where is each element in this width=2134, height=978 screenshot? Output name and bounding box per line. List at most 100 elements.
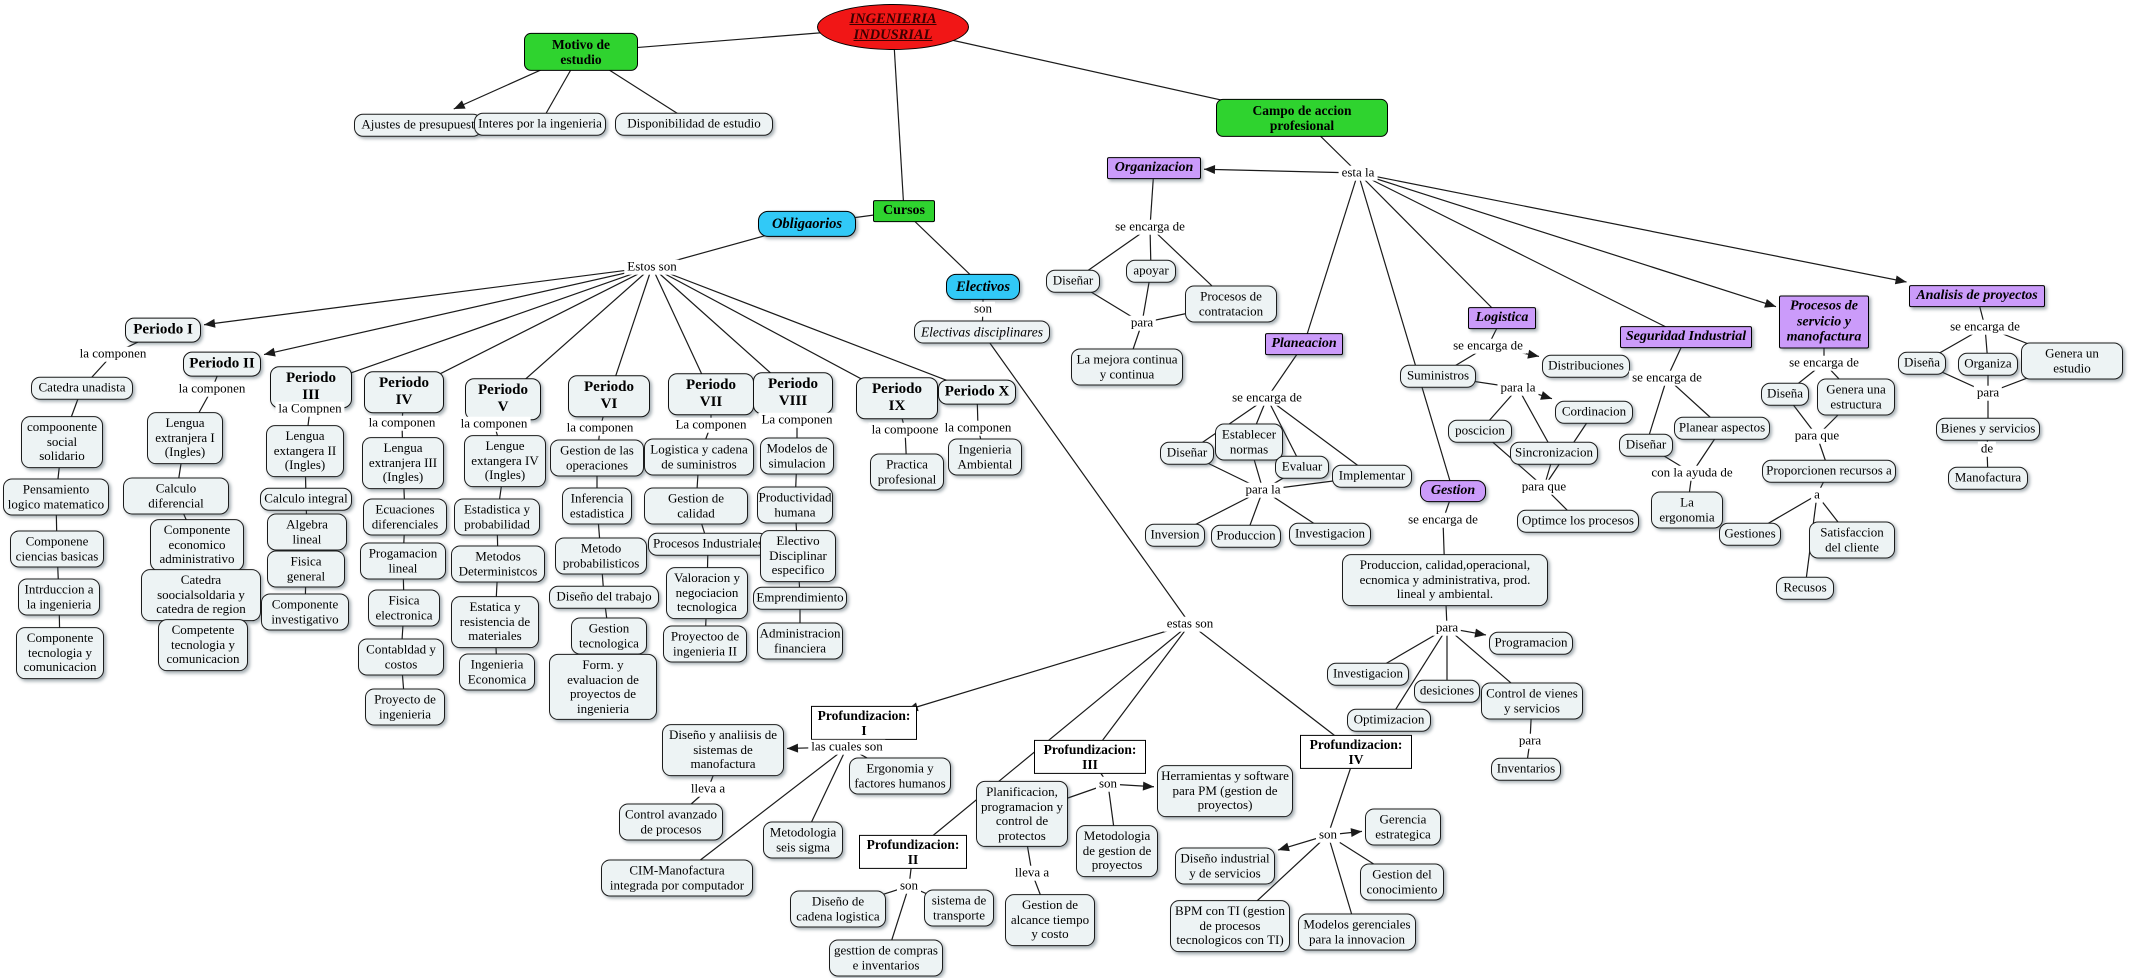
concept-node-log_optimce[interactable]: Optimce los procesos	[1517, 509, 1639, 533]
concept-node-plan_investigacion[interactable]: Investigacion	[1289, 522, 1371, 546]
concept-node-pr2_gesttion[interactable]: gesttion de compras e inventarios	[829, 939, 943, 977]
concept-node-periodo9[interactable]: Periodo IX	[856, 377, 938, 419]
concept-node-log_poscicion[interactable]: poscicion	[1448, 419, 1512, 443]
concept-node-psm_proporcionen[interactable]: Proporcionen recursos a	[1762, 459, 1896, 483]
concept-node-gestion[interactable]: Gestion	[1420, 480, 1486, 502]
concept-node-p4f[interactable]: Proyecto de ingenieria	[365, 688, 445, 726]
concept-node-psm_recusos[interactable]: Recusos	[1776, 576, 1834, 600]
concept-node-interes[interactable]: Interes por la ingenieria	[474, 112, 606, 136]
concept-node-periodo7[interactable]: Periodo VII	[668, 373, 754, 415]
concept-node-pr4_modelos[interactable]: Modelos gerenciales para la innovacion	[1298, 913, 1416, 951]
concept-node-p6a[interactable]: Gestion de las operaciones	[550, 439, 644, 477]
concept-node-root[interactable]: INGENIERIA INDUSRIAL	[817, 4, 969, 50]
concept-node-electivos[interactable]: Electivos	[946, 273, 1020, 301]
concept-node-p2b[interactable]: Calculo diferencial	[123, 477, 229, 515]
concept-node-seg_ergonomia[interactable]: La ergonomia	[1651, 491, 1723, 529]
concept-node-an_bienes[interactable]: Bienes y servicios	[1936, 417, 2040, 441]
concept-node-p8b[interactable]: Productividad humana	[757, 486, 833, 524]
concept-node-periodo2[interactable]: Periodo II	[183, 351, 261, 377]
concept-node-obligaorios[interactable]: Obligaorios	[758, 210, 856, 238]
concept-node-p2c[interactable]: Componente economico administrativo	[150, 519, 244, 571]
concept-node-pr1_control[interactable]: Control avanzado de procesos	[619, 803, 723, 841]
concept-node-p10a[interactable]: Ingenieria Ambiental	[948, 438, 1022, 476]
concept-node-p6d[interactable]: Diseño del trabajo	[549, 585, 659, 609]
concept-node-p1c[interactable]: Pensamiento logico matematico	[3, 478, 109, 516]
concept-node-p8e[interactable]: Administracion financiera	[757, 622, 843, 660]
concept-node-org_procesos[interactable]: Procesos de contratacion	[1185, 285, 1277, 323]
concept-node-plan_disenar[interactable]: Diseñar	[1160, 441, 1214, 465]
concept-node-p5a[interactable]: Lengue extangera IV (Ingles)	[464, 435, 546, 487]
concept-node-prof1[interactable]: Profundizacion: I	[811, 705, 917, 741]
concept-node-p5c[interactable]: Metodos Deterministcos	[451, 545, 545, 583]
concept-node-p5b[interactable]: Estadistica y probabilidad	[454, 498, 540, 536]
concept-node-periodo6[interactable]: Periodo VI	[568, 375, 650, 417]
concept-node-motivo[interactable]: Motivo de estudio	[524, 32, 638, 72]
concept-node-pr2_diseno[interactable]: Diseño de cadena logistica	[790, 890, 886, 928]
concept-node-plan_implementar[interactable]: Implementar	[1332, 464, 1412, 488]
concept-node-ges_investigacion[interactable]: Investigacion	[1327, 662, 1409, 686]
concept-node-seguridad[interactable]: Seguridad Industrial	[1620, 326, 1752, 348]
concept-node-p9a[interactable]: Practica profesional	[870, 453, 944, 491]
concept-node-p3d[interactable]: Fisica general	[267, 550, 345, 588]
concept-node-periodo1[interactable]: Periodo I	[125, 317, 201, 343]
concept-node-p1d[interactable]: Componene ciencias basicas	[10, 530, 104, 568]
concept-node-p5e[interactable]: Ingenieria Economica	[459, 653, 535, 691]
concept-node-p2e[interactable]: Competente tecnologia y comunicacion	[158, 619, 248, 671]
concept-node-ges_produccion[interactable]: Produccion, calidad,operacional, ecnomic…	[1342, 554, 1548, 606]
concept-node-pr3_planificacion[interactable]: Planificacion, programacion y control de…	[976, 780, 1068, 848]
concept-node-plan_establecer[interactable]: Establecer normas	[1215, 423, 1283, 461]
concept-node-p4c[interactable]: Progamacion lineal	[360, 542, 446, 580]
concept-node-prof3[interactable]: Profundizacion: III	[1034, 739, 1146, 775]
concept-node-p1a[interactable]: Catedra unadista	[31, 376, 133, 400]
concept-node-p1b[interactable]: compoonente social solidario	[21, 416, 103, 468]
concept-node-ges_desiciones[interactable]: desiciones	[1414, 679, 1480, 703]
concept-node-pr2_sistema[interactable]: sistema de transporte	[924, 889, 994, 927]
concept-node-organizacion[interactable]: Organizacion	[1107, 157, 1201, 179]
concept-node-ges_optimizacion[interactable]: Optimizacion	[1347, 708, 1431, 732]
concept-node-log_distribuciones[interactable]: Distribuciones	[1542, 354, 1630, 378]
concept-node-cursos[interactable]: Cursos	[873, 200, 935, 222]
concept-node-disponibilidad[interactable]: Disponibilidad de estudio	[615, 112, 773, 136]
concept-node-log_sincronizacion[interactable]: Sincronizacion	[1510, 441, 1598, 465]
concept-node-plan_evaluar[interactable]: Evaluar	[1275, 455, 1329, 479]
concept-node-periodo4[interactable]: Periodo IV	[364, 371, 444, 413]
concept-node-pr1_diseno[interactable]: Diseño y analiisis de sistemas de manofa…	[662, 724, 784, 776]
concept-node-p4d[interactable]: Fisica electronica	[368, 589, 440, 627]
concept-node-p3e[interactable]: Componente investigativo	[261, 593, 349, 631]
concept-node-ges_programacion[interactable]: Programacion	[1489, 631, 1573, 655]
concept-node-p3b[interactable]: Calculo integral	[260, 487, 352, 511]
concept-node-p5d[interactable]: Estatica y resistencia de materiales	[451, 596, 539, 648]
concept-node-pr1_metodologia[interactable]: Metodologia seis sigma	[763, 821, 843, 859]
concept-node-pr4_gerencia[interactable]: Gerencia estrategica	[1365, 808, 1441, 846]
concept-node-planeacion[interactable]: Planeacion	[1265, 333, 1343, 355]
concept-node-an_manofactura[interactable]: Manofactura	[1948, 466, 2028, 490]
concept-node-periodo8[interactable]: Periodo VIII	[753, 372, 833, 414]
concept-node-org_apoyar[interactable]: apoyar	[1126, 259, 1176, 283]
concept-node-prof2[interactable]: Profundizacion: II	[859, 834, 967, 870]
concept-node-psm_disena[interactable]: Diseña	[1761, 382, 1809, 406]
concept-node-p1f[interactable]: Componente tecnologia y comunicacion	[16, 627, 104, 679]
concept-node-p8d[interactable]: Emprendimiento	[753, 586, 847, 610]
concept-node-p4b[interactable]: Ecuaciones diferenciales	[363, 498, 447, 536]
concept-node-ajustes[interactable]: Ajustes de presupuest	[354, 113, 482, 137]
concept-node-pr4_bpm[interactable]: BPM con TI (gestion de procesos tecnolog…	[1170, 900, 1290, 952]
concept-node-ges_control[interactable]: Control de vienes y servicios	[1481, 682, 1583, 720]
concept-node-pr3_herramientas[interactable]: Herramientas y software para PM (gestion…	[1157, 765, 1293, 817]
concept-node-prof4[interactable]: Profundizacion: IV	[1300, 734, 1412, 770]
concept-node-an_organiza[interactable]: Organiza	[1958, 352, 2018, 376]
concept-node-org_mejora[interactable]: La mejora continua y continua	[1071, 348, 1183, 386]
concept-node-p3a[interactable]: Lengua extangera II (Ingles)	[266, 425, 344, 477]
concept-node-p7a[interactable]: Logistica y cadena de suministros	[644, 438, 754, 476]
concept-node-p6b[interactable]: Inferencia estadistica	[562, 487, 632, 525]
concept-node-p4e[interactable]: Contabldad y costos	[358, 638, 444, 676]
concept-node-electivas[interactable]: Electivas disciplinares	[914, 320, 1050, 344]
concept-node-seg_planear[interactable]: Planear aspectos	[1674, 416, 1770, 440]
concept-node-periodo3[interactable]: Periodo III	[270, 366, 352, 408]
concept-node-pr1_cim[interactable]: CIM-Manofactura integrada por computador	[601, 859, 753, 897]
concept-node-p8c[interactable]: Electivo Disciplinar especifico	[760, 530, 836, 582]
concept-node-p6f[interactable]: Form. y evaluacion de proyectos de ingen…	[549, 653, 657, 721]
concept-node-p4a[interactable]: Lengua extranjera III (Ingles)	[362, 437, 444, 489]
concept-node-p7c[interactable]: Procesos Industriales	[648, 532, 768, 556]
concept-node-plan_produccion[interactable]: Produccion	[1211, 524, 1281, 548]
concept-node-seg_disenar[interactable]: Diseñar	[1619, 433, 1673, 457]
